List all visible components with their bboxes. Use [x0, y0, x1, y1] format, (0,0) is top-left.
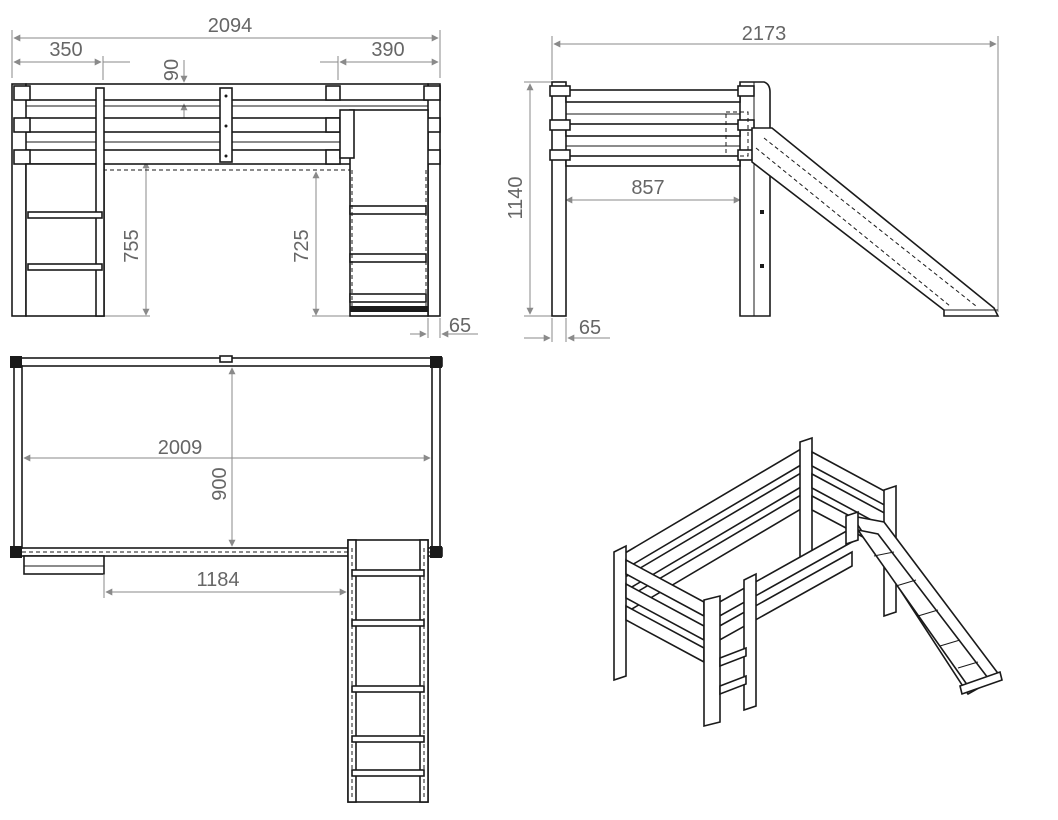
dim-top-ladder-offset: 1184 — [196, 569, 239, 591]
side-dimension-lines — [524, 36, 999, 342]
dim-side-height: 1140 — [505, 176, 527, 219]
dim-top-length: 2009 — [158, 437, 203, 459]
dim-front-rail-height: 90 — [161, 59, 183, 81]
isometric-view — [613, 436, 1003, 728]
side-slide — [751, 127, 1000, 317]
dim-front-under-height-left: 755 — [121, 229, 143, 262]
dim-top-width: 900 — [209, 467, 231, 500]
top-view: 2009 900 1184 — [10, 355, 443, 803]
dim-front-post-thickness: 65 — [449, 315, 471, 337]
dim-front-right-offset: 390 — [371, 39, 404, 61]
side-bed-frame — [549, 81, 771, 317]
dim-side-inner-width: 857 — [631, 177, 664, 199]
side-view: 2173 1140 857 65 — [505, 23, 1000, 342]
top-slide — [347, 539, 429, 803]
dim-side-post-thickness: 65 — [579, 317, 601, 339]
front-left-ladder — [25, 87, 105, 317]
front-dimension-lines — [11, 30, 478, 338]
front-view: 2094 350 390 90 755 725 65 — [11, 15, 478, 338]
dim-front-width: 2094 — [208, 15, 253, 37]
top-bed-frame — [10, 355, 443, 575]
top-dimension-lines — [23, 367, 431, 598]
front-right-slide — [339, 109, 429, 317]
dim-side-total-width: 2173 — [742, 23, 787, 45]
dim-front-under-height-right: 725 — [291, 229, 313, 262]
dim-front-left-offset: 350 — [49, 39, 82, 61]
front-bed-frame — [11, 83, 441, 317]
